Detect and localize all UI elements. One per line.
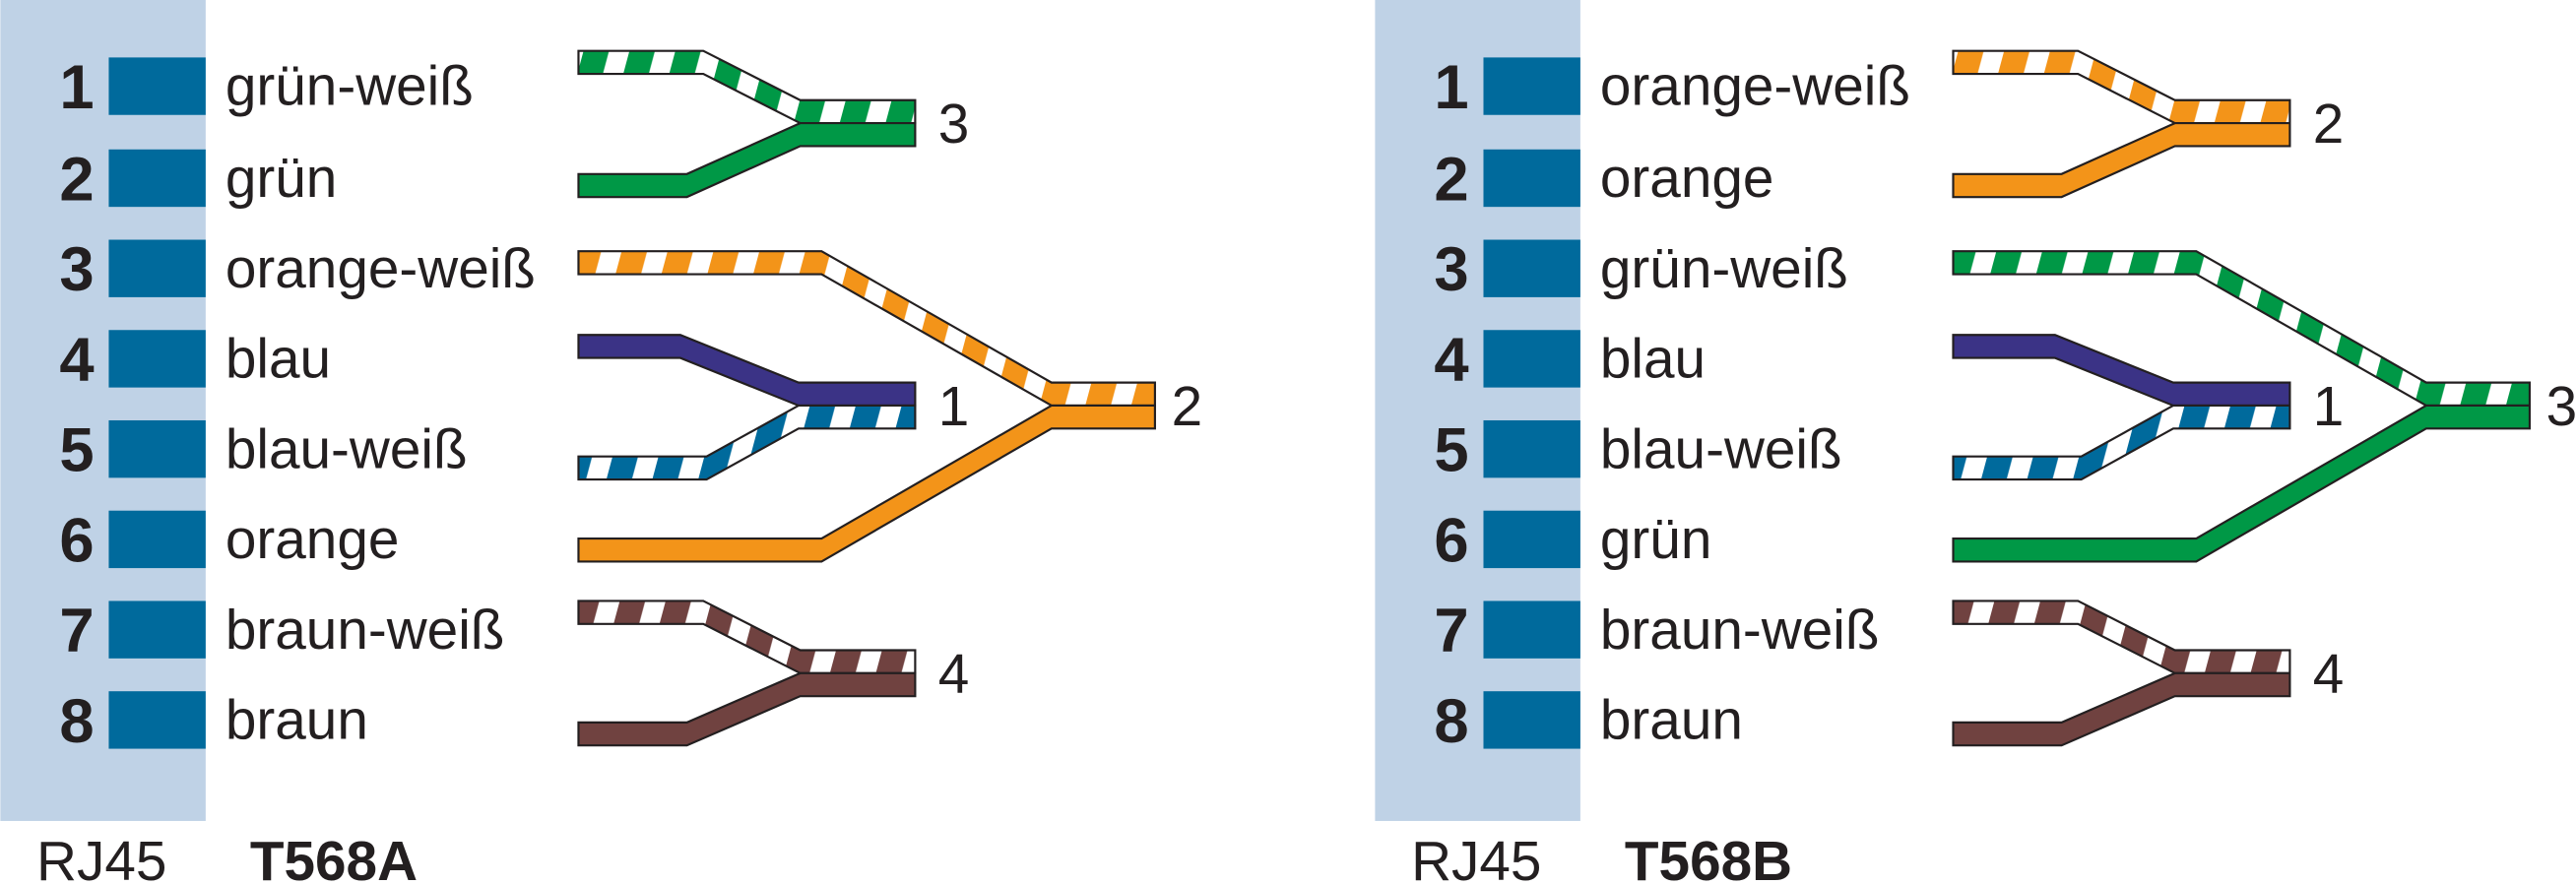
wire-color-label: grün [225, 148, 337, 210]
pair-number: 2 [1172, 376, 1203, 438]
pin-contact [108, 149, 206, 208]
standard-label: T568A [250, 831, 418, 885]
pin-contact [1483, 419, 1580, 478]
wire-color-label: orange [225, 509, 400, 571]
pin-number: 8 [59, 687, 94, 756]
pin-contact [1483, 330, 1580, 388]
pin-contact [1483, 57, 1580, 115]
pin-number: 3 [59, 235, 94, 304]
pin-number: 2 [59, 145, 94, 214]
wire-color-label: grün-weiß [225, 56, 474, 118]
wire-color-label: braun-weiß [225, 600, 505, 662]
pin-number: 2 [1434, 145, 1468, 214]
pin-number: 4 [1434, 326, 1468, 395]
pin-number: 5 [1434, 416, 1468, 485]
pin-number: 1 [59, 53, 94, 122]
rj45-panel [1375, 0, 1580, 821]
t568a-diagram: 1 grün-weiß 2 grün 3 orange-weiß 4 blau 5 blau-we… [0, 0, 1202, 885]
wire-green-white [577, 49, 917, 125]
wire-brown-white [577, 600, 917, 674]
wire-color-label: braun [225, 690, 368, 752]
pin-number: 8 [1434, 687, 1468, 756]
pin-contact [1483, 691, 1580, 749]
wire-color-label: blau [225, 329, 331, 391]
pin-contact [108, 57, 206, 115]
pin-number: 4 [59, 326, 94, 395]
wire-color-label: braun [1600, 690, 1743, 752]
wire-blue [1952, 334, 2291, 408]
wire-brown-white [1952, 600, 2291, 674]
wire-color-label: braun-weiß [1600, 600, 1880, 662]
pin-contact [108, 510, 206, 569]
pin-number: 7 [59, 597, 94, 665]
wire-brown [577, 671, 917, 747]
pin-number: 6 [59, 506, 94, 575]
pin-contact [108, 330, 206, 388]
pair-number: 4 [2313, 644, 2345, 706]
pin-number: 5 [59, 416, 94, 485]
wire-blue_stripe-white [577, 404, 917, 481]
pin-number: 3 [1434, 235, 1468, 304]
wire-orange [1952, 122, 2291, 199]
pin-contact [1483, 510, 1580, 569]
wire-color-label: grün-weiß [1600, 238, 1848, 300]
wire-color-label: blau [1600, 329, 1706, 391]
connector-label: RJ45 [1411, 831, 1541, 885]
wire-blue_stripe-white [1952, 404, 2291, 481]
pin-contact [1483, 149, 1580, 208]
wire-brown [1952, 671, 2291, 747]
pair-number: 3 [938, 94, 970, 156]
pair-number: 2 [2313, 94, 2345, 156]
rj45-panel [0, 0, 206, 821]
wire-orange [577, 404, 1156, 563]
pin-contact [108, 419, 206, 478]
wire-color-label: orange-weiß [225, 238, 536, 300]
pin-contact [108, 691, 206, 749]
pair-number: 1 [938, 376, 970, 438]
pair-number: 1 [2313, 376, 2345, 438]
connector-label: RJ45 [36, 831, 166, 885]
pair-number: 3 [2546, 376, 2576, 438]
pin-contact [108, 239, 206, 297]
wire-color-label: blau-weiß [1600, 418, 1842, 480]
pair-number: 4 [938, 644, 970, 706]
pin-contact [108, 601, 206, 659]
pin-number: 7 [1434, 597, 1468, 665]
pin-number: 6 [1434, 506, 1468, 575]
pin-contact [1483, 601, 1580, 659]
standard-label: T568B [1625, 831, 1792, 885]
wire-color-label: grün [1600, 509, 1711, 571]
wire-orange-white [1952, 49, 2291, 125]
pin-number: 1 [1434, 53, 1468, 122]
pin-contact [1483, 239, 1580, 297]
t568b-diagram: 1 orange-weiß 2 orange 3 grün-weiß 4 blau 5 blau-… [1375, 0, 2576, 885]
wire-color-label: orange [1600, 148, 1774, 210]
wire-color-label: orange-weiß [1600, 56, 1910, 118]
wire-color-label: blau-weiß [225, 418, 468, 480]
wire-green [577, 122, 917, 199]
wire-green [1952, 404, 2532, 563]
wire-blue [577, 334, 917, 408]
